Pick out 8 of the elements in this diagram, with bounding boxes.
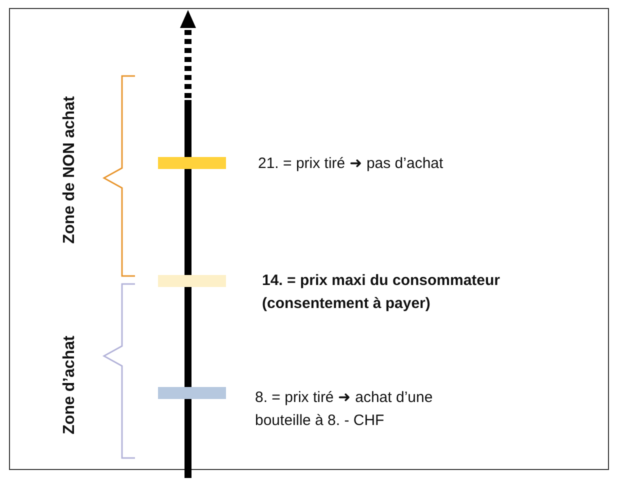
bar-caption: 14. = prix maxi du consommateur (consentement à payer) <box>262 271 502 314</box>
bar-marker <box>158 387 226 399</box>
zone-label: Zone de NON achat <box>61 96 79 244</box>
bar-marker <box>158 157 226 169</box>
zone-label: Zone d’achat <box>61 336 79 434</box>
bar-caption: 21. = prix tiré ➜ pas d’achat <box>258 154 444 174</box>
bar-caption: 8. = prix tiré ➜ achat d’une bouteille à 8. - CHF <box>255 388 434 431</box>
bar-marker <box>158 275 226 287</box>
